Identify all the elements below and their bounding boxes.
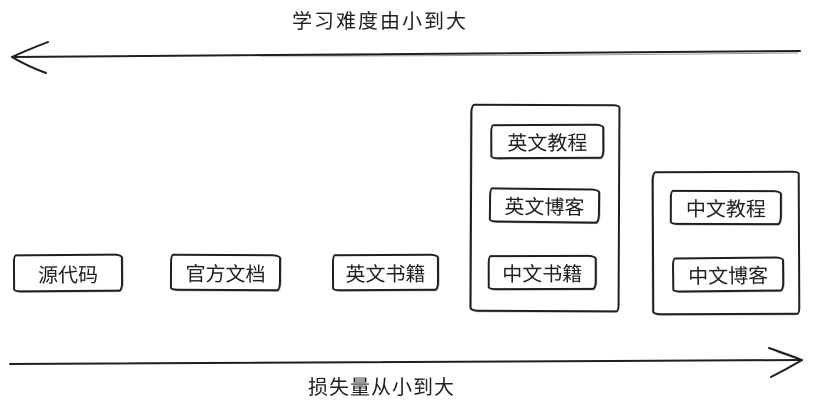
box-english-blogs: 英文博客 (488, 187, 601, 224)
group-box-2: 中文教程 中文博客 (651, 170, 801, 316)
box-label: 中文教程 (685, 198, 766, 222)
box-source-code: 源代码 (12, 253, 124, 293)
box-label: 中文博客 (688, 265, 769, 289)
box-chinese-books: 中文书籍 (487, 254, 597, 291)
box-label: 英文书籍 (345, 263, 426, 287)
box-english-tutorials: 英文教程 (490, 123, 605, 160)
box-label: 源代码 (37, 264, 99, 287)
box-chinese-blogs: 中文博客 (671, 256, 785, 293)
box-english-books: 英文书籍 (331, 253, 440, 292)
top-axis-label: 学习难度由小到大 (292, 11, 468, 33)
box-label: 英文博客 (504, 196, 585, 220)
bottom-axis-label: 损失量从小到大 (308, 377, 455, 399)
box-label: 中文书籍 (502, 263, 583, 287)
right-arrow (9, 347, 803, 378)
box-chinese-tutorials: 中文教程 (669, 189, 782, 226)
box-official-docs: 官方文档 (169, 253, 282, 292)
box-label: 英文教程 (507, 132, 588, 156)
box-label: 官方文档 (185, 263, 266, 287)
group-box-1: 英文教程 英文博客 中文书籍 (469, 103, 621, 313)
left-arrow (11, 41, 801, 74)
